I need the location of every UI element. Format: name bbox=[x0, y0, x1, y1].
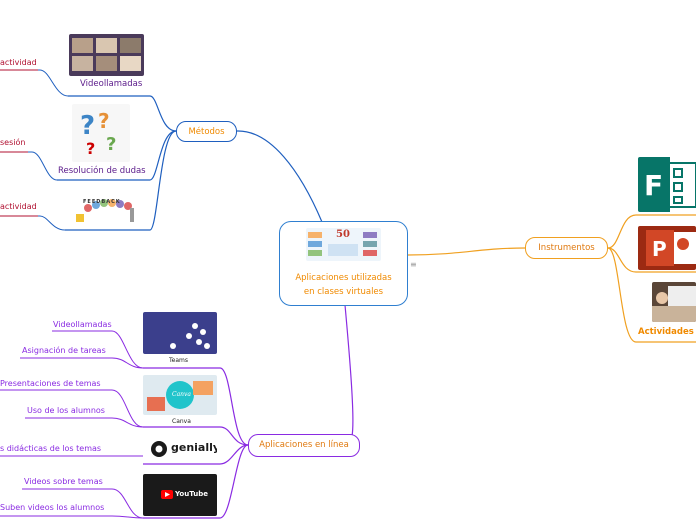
resolucion-left-label: sesión bbox=[0, 138, 26, 147]
youtube-left-label-1: Videos sobre temas bbox=[24, 477, 103, 486]
feedback-logo-text: FEEDBACK bbox=[83, 199, 121, 205]
canva-left-label-2: Uso de los alumnos bbox=[27, 406, 105, 415]
resolucion-dudas-image: ? ? ? ? bbox=[72, 104, 130, 162]
youtube-logo-text: YouTube bbox=[175, 490, 208, 498]
central-title-line1: Aplicaciones utilizadas bbox=[295, 273, 392, 283]
youtube-image: YouTube bbox=[143, 474, 217, 516]
videollamadas-left-label: actividad bbox=[0, 58, 37, 67]
notes-icon[interactable]: ≡ bbox=[410, 260, 417, 269]
central-thumbnail-title: 50 bbox=[336, 229, 350, 240]
canva-logo-text: Canva bbox=[172, 391, 191, 398]
videollamadas-caption: Videollamadas bbox=[80, 79, 143, 89]
canva-left-label-1: Presentaciones de temas bbox=[0, 379, 101, 388]
svg-text:F: F bbox=[644, 169, 663, 202]
teams-image bbox=[143, 312, 217, 354]
feedback-left-label: actividad bbox=[0, 202, 37, 211]
svg-text:?: ? bbox=[106, 134, 116, 155]
teams-left-label-2: Asignación de tareas bbox=[22, 346, 106, 355]
central-thumbnail: 50 bbox=[306, 228, 381, 261]
metodos-node[interactable]: Métodos bbox=[176, 121, 237, 142]
teams-caption: Teams bbox=[169, 357, 188, 364]
feedback-image: FEEDBACK bbox=[74, 196, 140, 226]
videollamadas-image bbox=[69, 34, 144, 76]
actividades-caption: Actividades e bbox=[638, 327, 696, 337]
svg-text:P: P bbox=[652, 237, 667, 261]
genially-logo: genially bbox=[143, 438, 217, 460]
canva-caption: Canva bbox=[172, 418, 191, 425]
central-title-line2: en clases virtuales bbox=[303, 287, 384, 297]
svg-text:?: ? bbox=[86, 139, 95, 158]
teams-left-label-1: Videollamadas bbox=[53, 320, 112, 329]
genially-left-label: s didácticas de los temas bbox=[0, 444, 102, 453]
powerpoint-logo-icon: P bbox=[638, 226, 696, 270]
resolucion-dudas-caption: Resolución de dudas bbox=[58, 166, 146, 176]
instrumentos-node[interactable]: Instrumentos bbox=[525, 237, 608, 259]
actividades-image bbox=[652, 282, 696, 322]
svg-text:?: ? bbox=[98, 109, 110, 133]
youtube-left-label-2: Suben videos los alumnos bbox=[0, 503, 105, 512]
aplicaciones-node[interactable]: Aplicaciones en línea bbox=[248, 434, 360, 457]
svg-text:?: ? bbox=[80, 111, 95, 141]
forms-logo-icon: F bbox=[638, 157, 696, 212]
central-topic[interactable]: 50 Aplicaciones utilizadas en clases vir… bbox=[279, 221, 408, 306]
genially-logo-text: genially bbox=[171, 441, 217, 454]
canva-image: Canva bbox=[143, 375, 217, 415]
